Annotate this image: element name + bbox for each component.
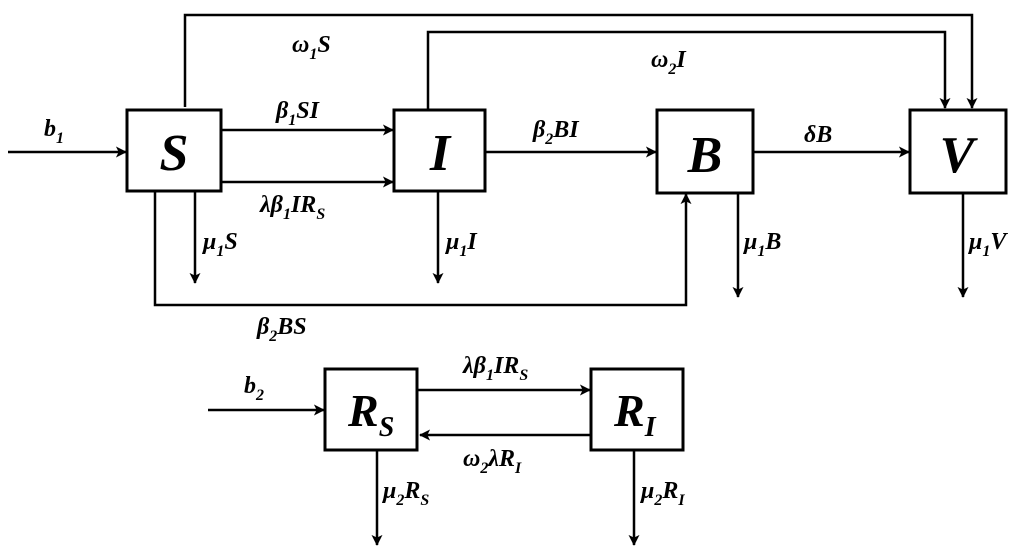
node-ri-label: RI xyxy=(613,385,657,443)
label-part: 2 xyxy=(268,328,277,345)
label-part: 1 xyxy=(283,206,291,223)
label-part: S xyxy=(420,492,429,509)
label-part: I xyxy=(677,492,685,509)
node-s-box xyxy=(125,108,223,193)
label-part: S xyxy=(317,32,330,58)
node-v-box xyxy=(908,108,1008,195)
label-part: β xyxy=(256,314,270,340)
label-part: ω xyxy=(463,446,480,472)
edges xyxy=(8,13,978,546)
label-omega2-i: ω2I xyxy=(651,47,687,78)
node-s-label: S xyxy=(160,125,189,182)
label-part: μ xyxy=(381,478,396,504)
label-part: R xyxy=(403,478,420,504)
label-part: BI xyxy=(552,117,580,143)
label-beta2-bs: β2BS xyxy=(256,314,307,345)
label-part: R xyxy=(661,478,678,504)
label-part: 1 xyxy=(216,243,224,260)
label-part: μ xyxy=(639,478,654,504)
label-part: λβ xyxy=(259,192,284,218)
label-part: IR xyxy=(290,192,316,218)
label-part: ω xyxy=(292,32,309,58)
label-part: β xyxy=(532,117,546,143)
label-mu1-v: μ1V xyxy=(967,229,1008,260)
label-part: 2 xyxy=(479,460,488,477)
node-v-label: V xyxy=(940,127,979,184)
node-b-box xyxy=(655,108,755,195)
label-mu1-b: μ1B xyxy=(742,229,781,260)
edge-i-to-v-omega2 xyxy=(426,30,951,110)
label-part: β xyxy=(275,98,289,124)
label-part: S xyxy=(224,229,237,255)
label-part: SI xyxy=(296,98,320,124)
label-lambda-beta1-irs: λβ1IRS xyxy=(259,192,325,223)
node-rs-label: RS xyxy=(347,385,394,443)
label-part: V xyxy=(990,229,1008,255)
label-beta2-bi: β2BI xyxy=(532,117,580,148)
rate-labels: b1 ω1S ω2I β1SI λβ1IRS β2BI δB μ1S μ1I μ… xyxy=(44,32,1008,509)
label-part: b xyxy=(244,373,256,399)
label-omega1-s: ω1S xyxy=(292,32,331,63)
label-part: 1 xyxy=(309,46,317,63)
label-part: μ xyxy=(967,229,982,255)
edge-s-to-b-beta2 xyxy=(153,192,692,307)
label-part: 2 xyxy=(395,492,404,509)
label-part: IR xyxy=(493,353,519,379)
label-part: 1 xyxy=(982,243,990,260)
label-part: 1 xyxy=(288,112,296,129)
label-part: S xyxy=(519,367,528,384)
label-omega2-lambda-ri: ω2λRI xyxy=(463,446,522,477)
label-part: μ xyxy=(742,229,757,255)
label-mu2-rs: μ2RS xyxy=(381,478,429,509)
label-part: μ xyxy=(444,229,459,255)
node-i-label: I xyxy=(429,125,452,182)
label-beta1-si: β1SI xyxy=(275,98,321,129)
label-part: 1 xyxy=(757,243,765,260)
label-part: 2 xyxy=(544,131,553,148)
label-part: S xyxy=(316,206,325,223)
label-part: λβ xyxy=(462,353,487,379)
label-mu1-i: μ1I xyxy=(444,229,478,260)
label-part: 2 xyxy=(653,492,662,509)
label-part: 1 xyxy=(486,367,494,384)
label-part: μ xyxy=(201,229,216,255)
node-ri-box xyxy=(589,367,685,452)
label-lambda-beta1-irs-2: λβ1IRS xyxy=(462,353,528,384)
label-part: λR xyxy=(487,446,515,472)
label-part: I xyxy=(675,47,687,73)
label-part: b xyxy=(44,116,56,142)
label-part: 1 xyxy=(56,130,64,147)
label-part: 2 xyxy=(255,387,264,404)
label-part: BS xyxy=(276,314,306,340)
label-part: 1 xyxy=(459,243,467,260)
label-part: 2 xyxy=(667,61,676,78)
node-i-box xyxy=(392,108,487,193)
label-b1: b1 xyxy=(44,116,64,147)
node-rs-box xyxy=(323,367,419,452)
label-part: δB xyxy=(804,122,832,148)
label-part: ω xyxy=(651,47,668,73)
label-mu2-ri: μ2RI xyxy=(639,478,685,509)
label-b2: b2 xyxy=(244,373,264,404)
label-part: I xyxy=(514,460,522,477)
label-part: I xyxy=(466,229,478,255)
node-b-label: B xyxy=(687,127,723,184)
label-delta-b: δB xyxy=(804,122,832,148)
label-part: B xyxy=(764,229,781,255)
label-mu1-s: μ1S xyxy=(201,229,238,260)
edge-s-to-v-omega1 xyxy=(183,13,978,109)
nodes: S I B V RS RI xyxy=(125,108,1008,452)
